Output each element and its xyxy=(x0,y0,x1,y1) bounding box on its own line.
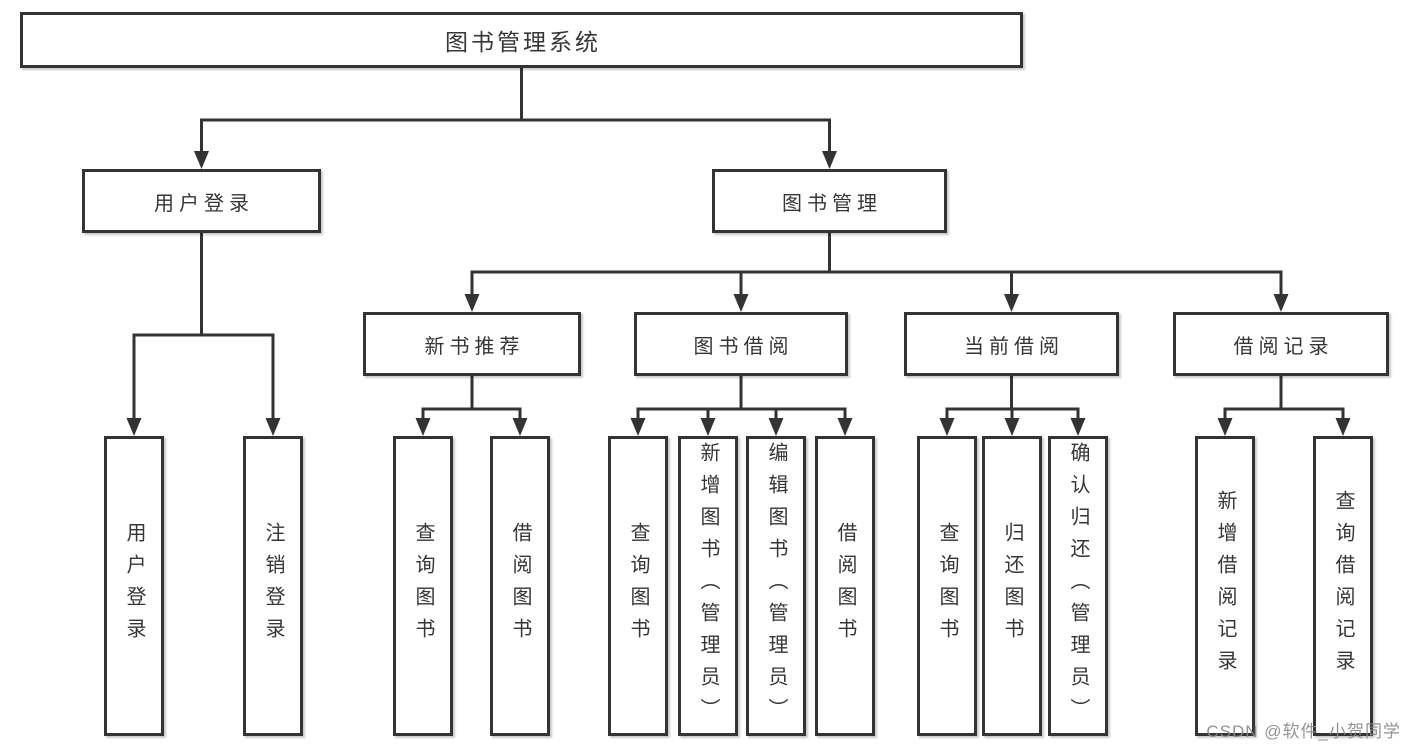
arrow-to-leaf-nb-query xyxy=(415,418,431,436)
arrow-to-current-borrow xyxy=(1004,294,1019,312)
node-leaf-logout: 注销登录 xyxy=(243,436,303,736)
node-label-borrow-records: 借阅记录 xyxy=(1233,335,1334,358)
node-label-book-mgmt: 图书管理 xyxy=(782,192,882,215)
node-leaf-bb-add: 新增图书（管理员） xyxy=(678,436,738,736)
node-label-leaf-bb-borrow: 借阅图书 xyxy=(834,522,856,650)
connector-book-mgmt xyxy=(464,233,1289,312)
node-label-leaf-cb-query: 查询图书 xyxy=(936,522,958,650)
node-leaf-cb-confirm: 确认归还（管理员） xyxy=(1048,436,1108,736)
node-label-leaf-nb-query: 查询图书 xyxy=(412,522,434,650)
arrow-to-leaf-cb-query xyxy=(939,418,955,436)
node-leaf-bb-query: 查询图书 xyxy=(608,436,668,736)
node-label-leaf-user-login: 用户登录 xyxy=(123,522,145,650)
arrow-to-leaf-bb-borrow xyxy=(837,418,853,436)
node-leaf-br-query: 查询借阅记录 xyxy=(1313,436,1373,736)
connector-current-borrow xyxy=(939,376,1086,436)
arrow-to-leaf-logout xyxy=(265,418,281,436)
node-leaf-user-login: 用户登录 xyxy=(104,436,164,736)
connector-borrow-records xyxy=(1217,376,1351,436)
node-current-borrow: 当前借阅 xyxy=(904,312,1119,376)
arrow-to-leaf-br-add xyxy=(1217,418,1233,436)
arrow-to-book-mgmt xyxy=(822,151,837,169)
node-label-user-login: 用户登录 xyxy=(154,192,254,215)
arrow-to-new-books xyxy=(464,294,480,312)
arrow-to-leaf-bb-add xyxy=(700,418,716,436)
arrow-to-leaf-cb-return xyxy=(1004,418,1020,436)
node-leaf-cb-return: 归还图书 xyxy=(982,436,1042,736)
arrow-to-borrow-records xyxy=(1273,294,1289,312)
node-new-books: 新书推荐 xyxy=(363,312,581,376)
node-label-leaf-cb-return: 归还图书 xyxy=(1001,522,1023,650)
node-root: 图书管理系统 xyxy=(20,12,1023,68)
node-leaf-bb-edit: 编辑图书（管理员） xyxy=(746,436,806,736)
node-label-leaf-bb-add: 新增图书（管理员） xyxy=(697,442,719,730)
node-label-leaf-bb-query: 查询图书 xyxy=(627,522,649,650)
arrow-to-book-borrow xyxy=(733,294,749,312)
connector-user-login xyxy=(126,233,281,436)
node-leaf-bb-borrow: 借阅图书 xyxy=(815,436,875,736)
node-user-login: 用户登录 xyxy=(82,169,321,233)
arrow-to-leaf-user-login xyxy=(126,418,142,436)
watermark-text: CSDN @软件_小贺同学 xyxy=(1206,722,1401,741)
node-leaf-nb-query: 查询图书 xyxy=(393,436,453,736)
node-label-new-books: 新书推荐 xyxy=(424,335,525,358)
connector-book-borrow xyxy=(630,376,853,436)
node-label-leaf-br-query: 查询借阅记录 xyxy=(1332,490,1354,682)
node-label-leaf-cb-confirm: 确认归还（管理员） xyxy=(1067,442,1089,730)
arrow-to-leaf-nb-borrow xyxy=(512,418,528,436)
connector-root xyxy=(194,68,837,169)
node-book-borrow: 图书借阅 xyxy=(634,312,848,376)
arrow-to-leaf-br-query xyxy=(1335,418,1351,436)
arrow-to-leaf-bb-query xyxy=(630,418,646,436)
node-label-leaf-logout: 注销登录 xyxy=(262,522,284,650)
node-label-leaf-bb-edit: 编辑图书（管理员） xyxy=(765,442,787,730)
node-borrow-records: 借阅记录 xyxy=(1173,312,1389,376)
node-leaf-br-add: 新增借阅记录 xyxy=(1195,436,1255,736)
arrow-to-user-login xyxy=(194,151,209,169)
arrow-to-leaf-cb-confirm xyxy=(1070,418,1086,436)
connector-new-books xyxy=(415,376,528,436)
node-label-leaf-br-add: 新增借阅记录 xyxy=(1214,490,1236,682)
node-book-mgmt: 图书管理 xyxy=(712,169,947,233)
arrow-to-leaf-bb-edit xyxy=(768,418,784,436)
node-label-book-borrow: 图书借阅 xyxy=(693,335,794,358)
node-leaf-nb-borrow: 借阅图书 xyxy=(490,436,550,736)
node-label-current-borrow: 当前借阅 xyxy=(964,335,1064,358)
node-label-leaf-nb-borrow: 借阅图书 xyxy=(509,522,531,650)
node-label-root: 图书管理系统 xyxy=(445,29,601,55)
node-leaf-cb-query: 查询图书 xyxy=(917,436,977,736)
